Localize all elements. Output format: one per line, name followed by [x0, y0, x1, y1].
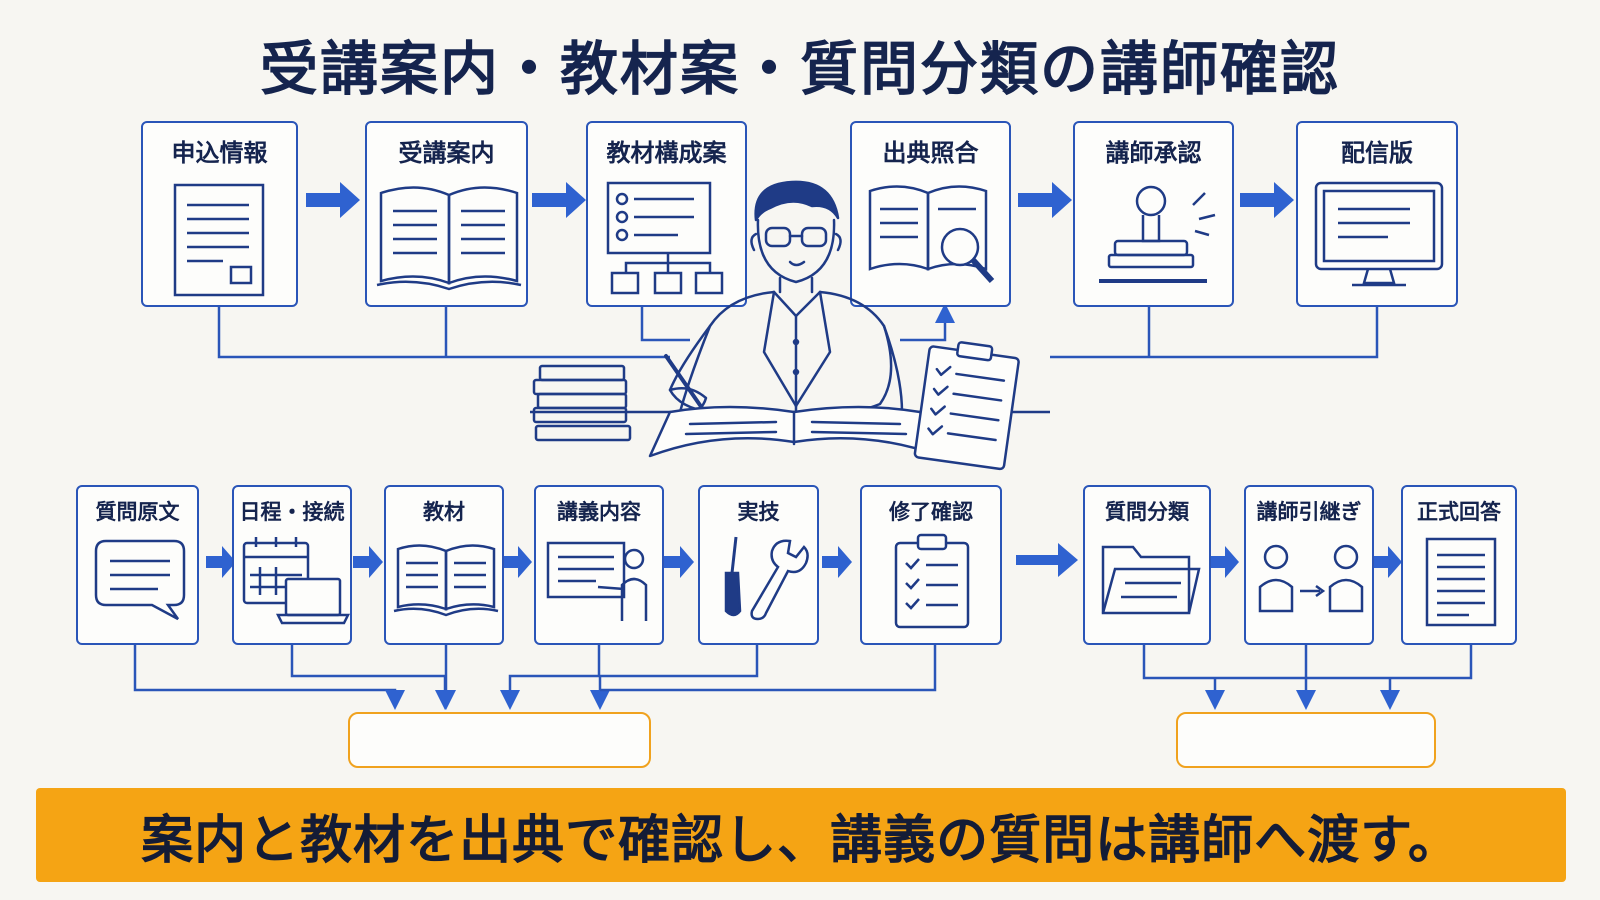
calendar-laptop-icon	[242, 537, 351, 625]
document-icon	[173, 183, 265, 297]
summary-text: 案内と教材を出典で確認し、講義の質問は講師へ渡す。	[141, 810, 1461, 871]
step-label: 講義内容	[557, 500, 641, 524]
step-course-guide: 受講案内	[365, 121, 528, 307]
step-label: 修了確認	[889, 500, 973, 524]
step-material: 教材	[384, 485, 504, 645]
step-material-plan: 教材構成案	[586, 121, 747, 307]
structure-chart-icon	[606, 181, 724, 295]
step-label: 日程・接続	[239, 500, 345, 524]
step-label: 正式回答	[1417, 500, 1501, 524]
step-application-info: 申込情報	[141, 121, 298, 307]
step-label: 受講案内	[398, 139, 495, 167]
step-distribution-version: 配信版	[1296, 121, 1458, 307]
step-label: 申込情報	[171, 139, 268, 167]
step-label: 講師承認	[1105, 139, 1202, 167]
step-question-original: 質問原文	[76, 485, 199, 645]
stamp-icon	[1099, 185, 1216, 283]
lecture-board-icon	[546, 541, 648, 621]
book-magnifier-icon	[868, 185, 995, 284]
step-official-answer: 正式回答	[1401, 485, 1517, 645]
step-completion-check: 修了確認	[860, 485, 1002, 645]
step-label: 質問原文	[95, 500, 180, 524]
open-book-icon	[376, 186, 522, 291]
open-book-icon	[393, 544, 499, 617]
speech-bubble-icon	[94, 539, 186, 621]
step-label: 実技	[737, 500, 780, 524]
step-question-classification: 質問分類	[1083, 485, 1211, 645]
step-label: 質問分類	[1105, 500, 1189, 524]
step-instructor-handover: 講師引継ぎ	[1244, 485, 1374, 645]
step-label: 配信版	[1341, 139, 1413, 167]
step-label: 教材構成案	[606, 139, 727, 167]
step-label: 出典照合	[882, 139, 979, 167]
step-schedule-connection: 日程・接続	[232, 485, 352, 645]
summary-banner: 案内と教材を出典で確認し、講義の質問は講師へ渡す。	[36, 788, 1566, 882]
instructor-icon	[530, 180, 1050, 471]
collector-box-right	[1176, 712, 1436, 768]
step-label: 教材	[423, 500, 465, 524]
collector-box-left	[348, 712, 651, 768]
tools-icon	[724, 536, 809, 621]
folder-icon	[1101, 545, 1201, 615]
step-source-check: 出典照合	[850, 121, 1011, 307]
monitor-icon	[1314, 181, 1444, 287]
step-label: 講師引継ぎ	[1256, 500, 1362, 524]
handover-icon	[1258, 544, 1364, 613]
step-instructor-approval: 講師承認	[1073, 121, 1234, 307]
page-title: 受講案内・教材案・質問分類の講師確認	[259, 35, 1340, 103]
step-practical-skill: 実技	[698, 485, 819, 645]
step-lecture-content: 講義内容	[534, 485, 664, 645]
checklist-icon	[894, 533, 970, 629]
document-icon	[1425, 537, 1497, 627]
